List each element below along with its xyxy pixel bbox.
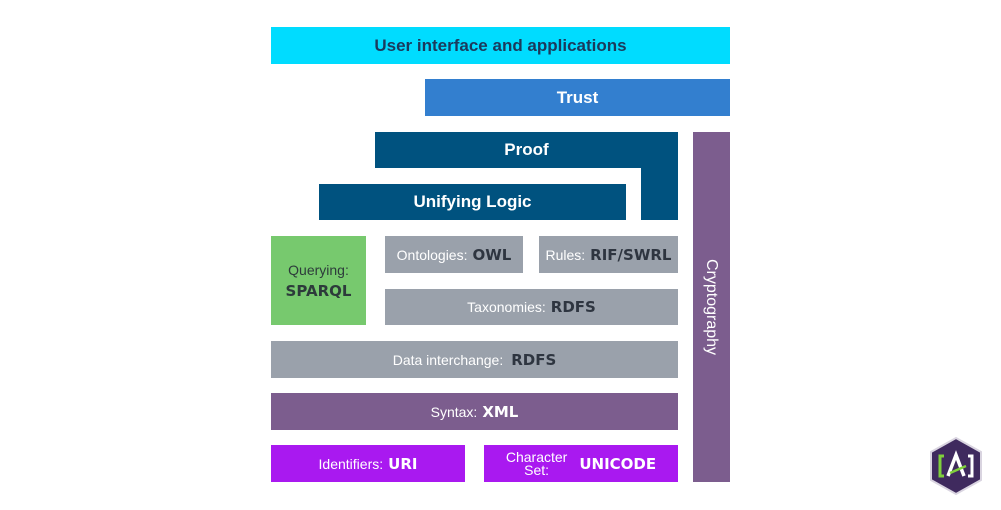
layer-cryptography: Cryptography [693,132,730,482]
layer-value: RDFS [550,298,596,316]
layer-data-interchange: Data interchange: RDFS [271,341,678,378]
layer-label: Unifying Logic [413,192,532,211]
layer-label: Data interchange: [392,351,504,368]
layer-querying: Querying: SPARQL [271,236,366,325]
layer-label: Taxonomies: [467,299,546,315]
layer-rules: Rules:RIF/SWRL [539,236,678,273]
layer-value: SPARQL [285,281,352,300]
layer-label: User interface and applications [374,35,627,55]
layer-trust: Trust [425,79,730,116]
layer-value: URI [388,454,418,473]
layer-taxonomies: Taxonomies:RDFS [385,289,678,325]
layer-label: Querying: [288,261,349,278]
layer-syntax: Syntax:XML [271,393,678,430]
layer-ontologies: Ontologies:OWL [385,236,523,273]
layer-value: OWL [472,245,512,264]
layer-label: Proof [504,140,549,159]
layer-label: Identifiers: [318,455,384,472]
label-line: Character [505,448,568,465]
layer-unifying-logic: Unifying Logic [319,184,626,220]
layer-value: UNICODE [579,454,657,473]
layer-label: Rules: [545,246,586,263]
layer-label: Syntax: [430,403,478,420]
label-line: Set: [524,461,550,478]
layer-label: Ontologies: [396,246,468,263]
layer-label: Cryptography [703,258,721,356]
layer-label: Trust [556,87,599,107]
logo-icon [930,436,982,496]
layer-value: RIF/SWRL [590,245,672,264]
layer-proof: Proof [375,132,678,168]
layer-value: XML [482,402,519,421]
layer-user-interface: User interface and applications [271,27,730,64]
layer-identifiers: Identifiers:URI [271,445,465,482]
layer-value: RDFS [511,350,557,369]
